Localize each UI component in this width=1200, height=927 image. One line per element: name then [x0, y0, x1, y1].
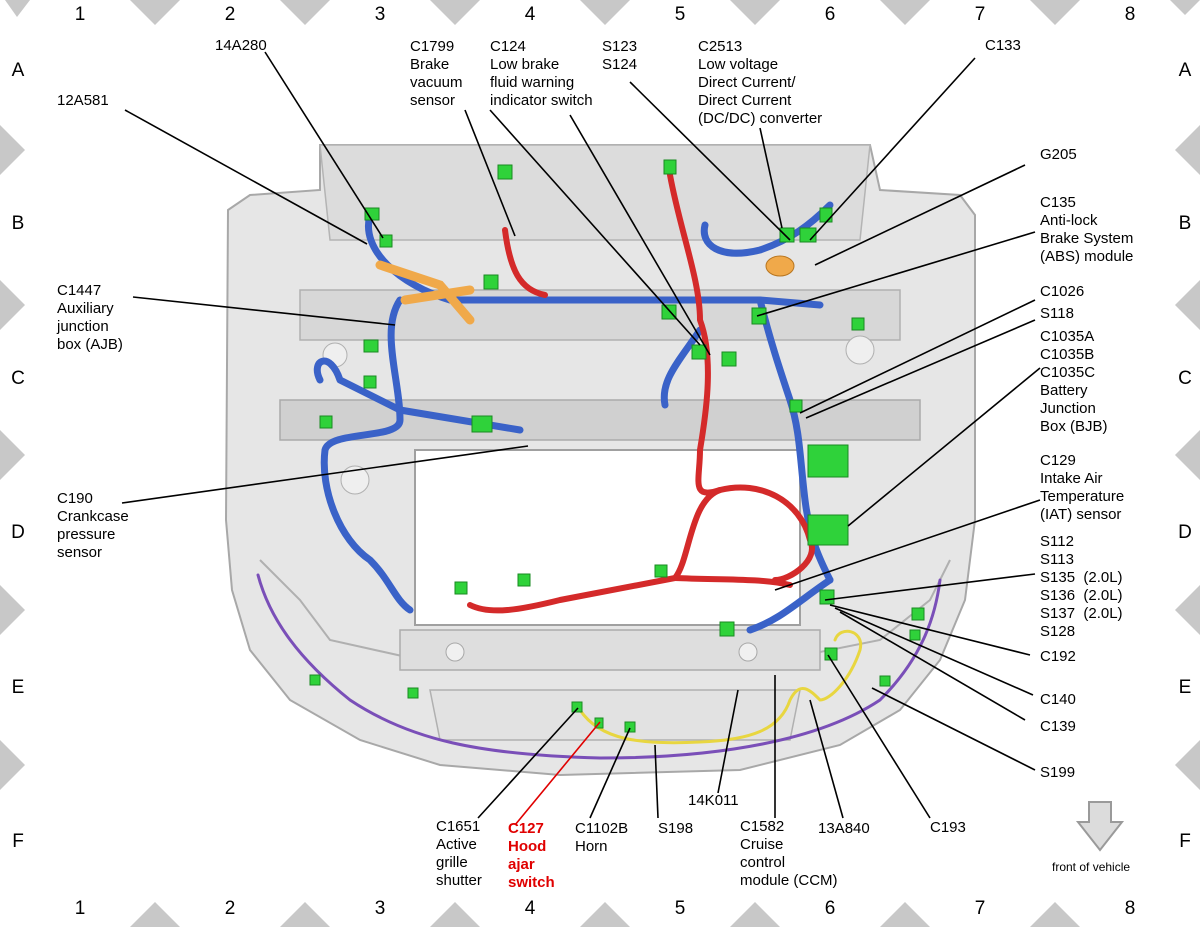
label-c135: C135 Anti-lock Brake System (ABS) module: [1040, 194, 1134, 265]
grid-col-8-top: 8: [1124, 4, 1136, 25]
grid-row-c-right: C: [1178, 368, 1192, 389]
label-12a581: 12A581: [57, 92, 109, 109]
label-c124: C124 Low brake fluid warning indicator s…: [490, 38, 593, 109]
grid-row-f-right: F: [1179, 831, 1191, 852]
grid-col-3-top: 3: [374, 4, 386, 25]
label-s198: S198: [658, 820, 694, 837]
grid-col-5-bottom: 5: [674, 898, 686, 919]
front-of-vehicle-label: front of vehicle: [1052, 860, 1131, 874]
label-c193: C193: [930, 819, 966, 836]
label-s199: S199: [1040, 764, 1076, 781]
label-c140: C140: [1040, 691, 1076, 708]
label-s118: S118: [1040, 305, 1074, 322]
grid-row-c-left: C: [11, 368, 25, 389]
grid-col-8-bottom: 8: [1124, 898, 1136, 919]
label-c133: C133: [985, 37, 1021, 54]
grid-col-7-bottom: 7: [974, 898, 986, 919]
grid-row-f-left: F: [12, 831, 24, 852]
label-c129: C129 Intake Air Temperature (IAT) sensor: [1040, 452, 1125, 523]
grid-row-e-left: E: [11, 677, 25, 698]
front-arrow-icon: [1075, 801, 1125, 852]
grid-row-a-left: A: [11, 60, 25, 81]
label-c1035: C1035A C1035B C1035C Battery Junction Bo…: [1040, 328, 1108, 435]
grid-col-2-top: 2: [224, 4, 236, 25]
grid-col-7-top: 7: [974, 4, 986, 25]
grid-col-1-bottom: 1: [74, 898, 86, 919]
label-14a280: 14A280: [215, 37, 267, 54]
label-c192: C192: [1040, 648, 1076, 665]
label-s123-s124: S123 S124: [602, 38, 638, 73]
grid-row-a-right: A: [1178, 60, 1192, 81]
label-g205: G205: [1040, 146, 1077, 163]
vehicle-front-body: [224, 144, 976, 777]
label-c1582: C1582 Cruise control module (CCM): [740, 818, 838, 889]
harness-yellow: [578, 629, 863, 745]
grid-row-d-right: D: [1178, 522, 1192, 543]
label-c1447: C1447 Auxiliary junction box (AJB): [57, 282, 123, 353]
harness-orange: [375, 260, 475, 325]
label-s112-group: S112 S113 S135 (2.0L) S136 (2.0L) S137 (…: [1040, 533, 1123, 640]
label-c1102b: C1102B Horn: [575, 820, 629, 855]
grid-row-e-right: E: [1178, 677, 1192, 698]
label-13a840: 13A840: [818, 820, 870, 837]
grid-row-b-right: B: [1178, 213, 1192, 234]
leader-lines: [121, 51, 1041, 819]
grid-col-3-bottom: 3: [374, 898, 386, 919]
label-c127-hood-ajar: C127 Hood ajar switch: [508, 820, 555, 891]
dcdc-converter: [765, 255, 795, 277]
label-c190: C190 Crankcase pressure sensor: [57, 490, 129, 561]
label-c1799: C1799 Brake vacuum sensor: [410, 38, 463, 109]
grid-row-d-left: D: [11, 522, 25, 543]
label-c1026: C1026: [1040, 283, 1085, 300]
grid-col-2-bottom: 2: [224, 898, 236, 919]
harness-purple: [256, 573, 942, 760]
grid-col-1-top: 1: [74, 4, 86, 25]
label-c2513: C2513 Low voltage Direct Current/ Direct…: [698, 38, 823, 127]
label-14k011: 14K011: [688, 792, 739, 809]
label-c1651: C1651 Active grille shutter: [436, 818, 482, 889]
hood-ajar-leader: [514, 721, 601, 826]
grid-col-5-top: 5: [674, 4, 686, 25]
grid-col-4-top: 4: [524, 4, 536, 25]
grid-col-6-bottom: 6: [824, 898, 836, 919]
grid-col-6-top: 6: [824, 4, 836, 25]
grid-row-b-left: B: [11, 213, 25, 234]
grid-col-4-bottom: 4: [524, 898, 536, 919]
label-c139: C139: [1040, 718, 1076, 735]
